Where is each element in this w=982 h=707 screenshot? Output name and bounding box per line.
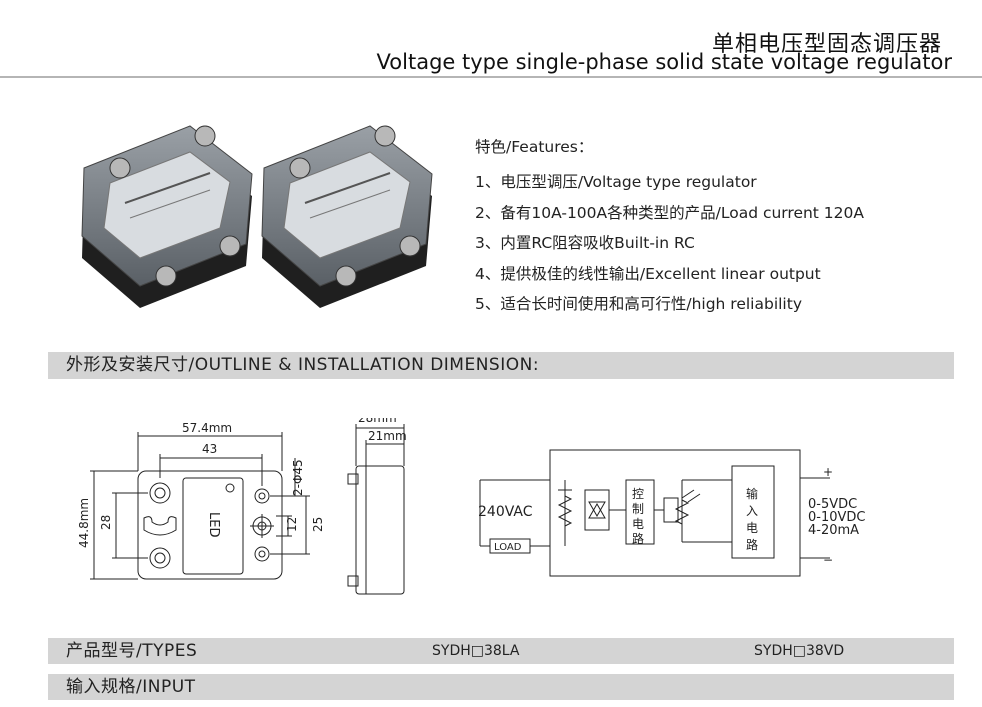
title-chinese: 单相电压型固态调压器 bbox=[711, 32, 942, 57]
dim-height-outer: 44.8mm bbox=[77, 498, 91, 548]
input-box-char: 电 bbox=[746, 521, 758, 535]
plus-terminal: + bbox=[823, 465, 833, 479]
control-box-char: 控 bbox=[632, 487, 644, 501]
feature-item: 3、内置RC阻容吸收Built-in RC bbox=[475, 234, 695, 252]
types-label: 产品型号/TYPES bbox=[66, 641, 198, 661]
section-input: 输入规格/INPUT bbox=[48, 674, 954, 700]
control-box-char: 电 bbox=[632, 517, 644, 531]
dim-pitch-small: 12 bbox=[285, 517, 299, 532]
input-range: 0-10VDC bbox=[808, 510, 865, 525]
type-la: SYDH□38LA bbox=[432, 643, 520, 659]
type-vd: SYDH□38VD bbox=[754, 643, 845, 659]
input-range: 0-5VDC bbox=[808, 497, 857, 512]
input-range: 4-20mA bbox=[808, 523, 859, 538]
dim-pitch-large: 25 bbox=[311, 517, 325, 532]
led-label: LED bbox=[206, 512, 221, 537]
relay-right bbox=[261, 125, 433, 308]
dim-depth-outer: 28mm bbox=[358, 418, 397, 425]
dimension-drawings: 57.4mm 43 LED 44.8mm 28 2-Φ45 12 25 28mm… bbox=[77, 418, 865, 595]
section-outline: 外形及安装尺寸/OUTLINE & INSTALLATION DIMENSION… bbox=[48, 352, 954, 379]
dim-width-outer: 57.4mm bbox=[182, 421, 232, 435]
relay-left bbox=[81, 125, 253, 308]
features-heading: 特色/Features： bbox=[475, 138, 594, 156]
feature-item: 4、提供极佳的线性输出/Excellent linear output bbox=[475, 264, 821, 283]
section-types: 产品型号/TYPES SYDH□38LA SYDH□38VD bbox=[48, 638, 954, 664]
header-rule bbox=[0, 76, 982, 78]
control-box-char: 制 bbox=[632, 502, 644, 516]
features-list: 特色/Features： 1、电压型调压/Voltage type regula… bbox=[475, 135, 864, 320]
input-box-char: 入 bbox=[746, 504, 758, 518]
minus-terminal: − bbox=[823, 553, 833, 567]
source-label: 240VAC bbox=[478, 504, 533, 520]
feature-item: 5、适合长时间使用和高可行性/high reliability bbox=[475, 295, 802, 313]
control-box-char: 路 bbox=[632, 531, 644, 546]
feature-item: 2、备有10A-100A各种类型的产品/Load current 120A bbox=[475, 203, 864, 222]
dim-hole: 2-Φ45 bbox=[291, 459, 305, 496]
dim-height-inner: 28 bbox=[99, 515, 113, 530]
load-label: LOAD bbox=[494, 542, 522, 553]
dim-width-inner: 43 bbox=[202, 442, 217, 456]
input-box-char: 输 bbox=[746, 486, 758, 501]
title-english: Voltage type single-phase solid state vo… bbox=[376, 50, 952, 74]
feature-item: 1、电压型调压/Voltage type regulator bbox=[475, 173, 757, 191]
product-photo bbox=[81, 125, 433, 308]
dim-depth-inner: 21mm bbox=[368, 429, 407, 443]
input-box-char: 路 bbox=[746, 537, 758, 552]
